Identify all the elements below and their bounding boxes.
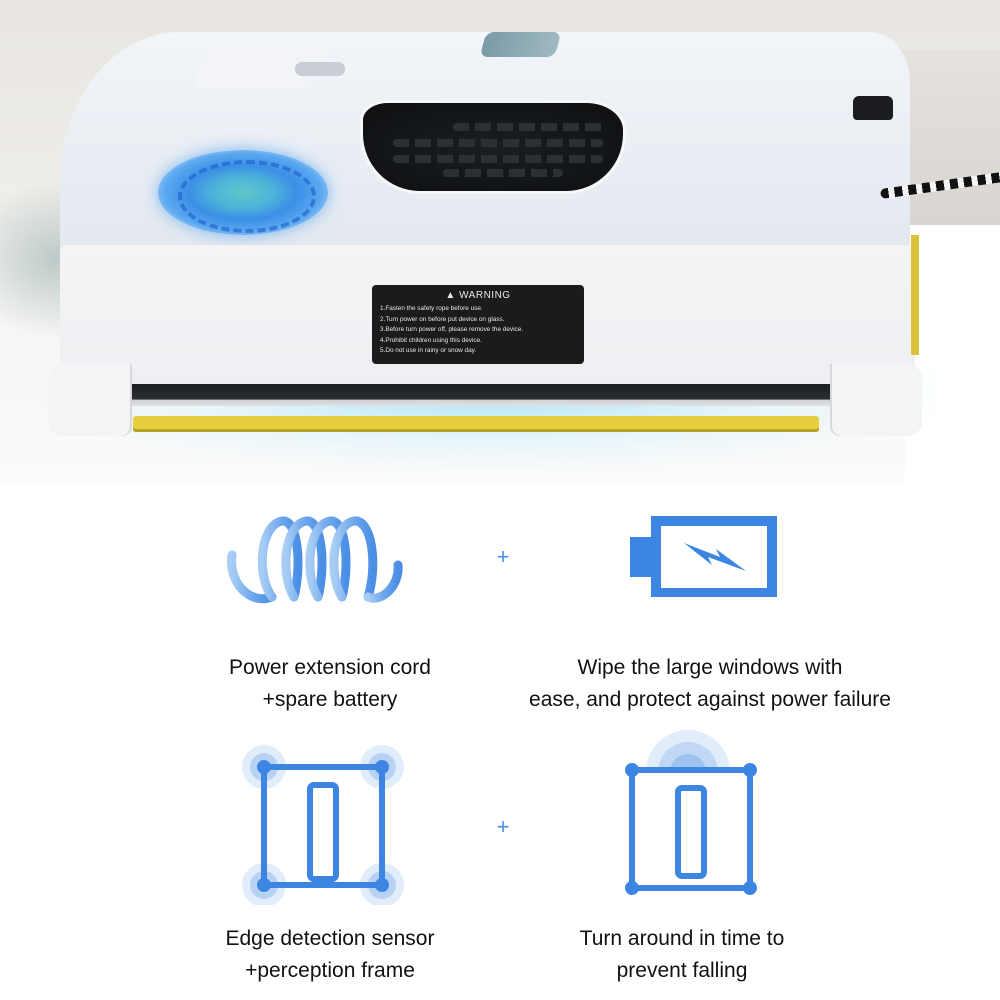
plus-icon: + [496,814,510,839]
side-cleaning-pad [911,235,919,355]
robot-base-left-foot [48,364,132,436]
coil-cord-icon [222,505,412,615]
anti-fall-sensor-icon [620,728,760,898]
warning-line: 2.Turn power on before put device on gla… [380,315,505,323]
yellow-cleaning-pad [133,416,819,432]
feature-caption-3: Edge detection sensor +perception frame [225,927,435,982]
battery-charging-icon [628,515,778,598]
robot-air-vent [360,100,626,194]
warning-line: 5.Do not use in rainy or snow day. [380,347,477,354]
robot-base-slot [132,384,830,406]
robot-display-panel [479,32,562,57]
warning-line: 4.Prohibit children using this device. [380,336,482,344]
fan-ring [178,160,316,233]
warning-line: 3.Before turn power off, please remove t… [380,326,524,333]
robot-indicator-light [295,62,345,76]
plus-icon: + [496,544,510,569]
warning-line: 1.Fasten the safety rope before use. [380,305,483,312]
edge-sensor-frame-icon [238,745,408,907]
product-photo: ▲ WARNING 1.Fasten the safety rope befor… [0,0,1000,482]
feature-caption-1: Power extension cord +spare battery [229,656,431,711]
robot-base-right-foot [830,364,922,436]
feature-caption-2: Wipe the large windows with ease, and pr… [529,656,891,711]
rope-anchor [853,96,893,120]
feature-caption-4: Turn around in time to prevent falling [579,927,785,982]
warning-triangle-icon: ▲ [445,290,456,301]
warning-title: ▲ WARNING [445,290,511,301]
warning-label: ▲ WARNING 1.Fasten the safety rope befor… [372,285,584,364]
